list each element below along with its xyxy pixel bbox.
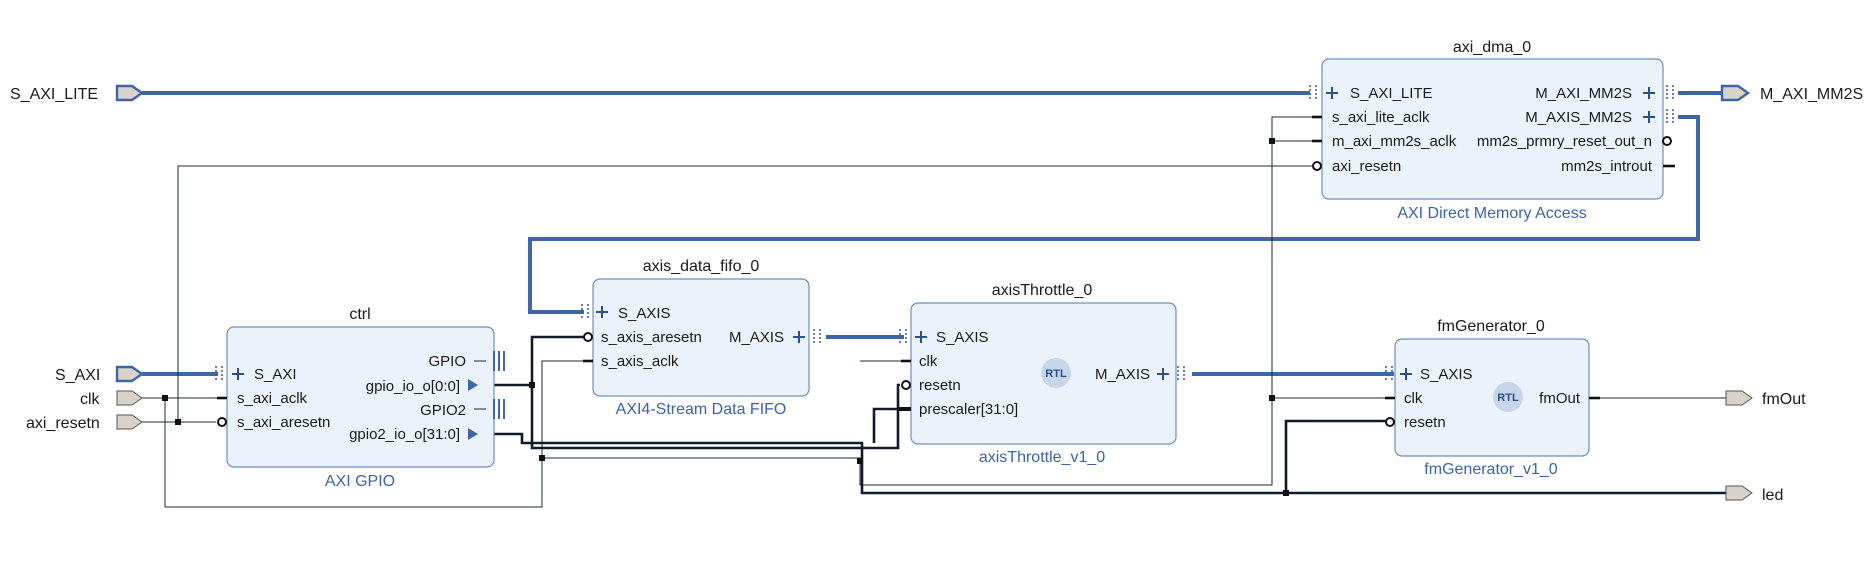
block-instance-name: axis_data_fifo_0: [643, 258, 760, 275]
svg-text:led: led: [1762, 487, 1783, 504]
pin: GPIO: [428, 353, 466, 370]
pin: s_axis_aclk: [601, 353, 679, 370]
block-body: [1321, 58, 1664, 200]
rtl-badge-text: RTL: [1497, 392, 1519, 404]
pin: axi_resetn: [1332, 158, 1401, 175]
pin: resetn: [1404, 414, 1446, 431]
interface-icon: [1666, 109, 1674, 125]
port-led[interactable]: led: [1725, 485, 1783, 504]
pin: s_axi_aresetn: [237, 414, 330, 431]
expand-plus-icon: [915, 331, 927, 343]
net-clk: [142, 116, 1396, 508]
expand-plus-icon: [1157, 368, 1169, 380]
svg-text:fmOut: fmOut: [1762, 391, 1806, 408]
port-fmout[interactable]: fmOut: [1725, 390, 1806, 408]
block-ip-name: fmGenerator_v1_0: [1424, 461, 1558, 478]
pin: mm2s_introut: [1561, 158, 1653, 175]
port-axi-resetn[interactable]: axi_resetn: [26, 414, 143, 432]
pin: S_AXI_LITE: [1350, 85, 1433, 102]
output-arrow-icon: [468, 379, 478, 391]
output-arrow-icon: [468, 428, 478, 440]
block-ctrl[interactable]: ctrl AXI GPIO S_AXI s_axi_aclk s_axi_are…: [215, 306, 505, 490]
pin: resetn: [919, 377, 961, 394]
pin: gpio_io_o[0:0]: [366, 378, 460, 395]
interface-icon: [581, 304, 589, 320]
pin: clk: [1404, 390, 1423, 407]
junction-dots: [162, 138, 1289, 496]
pin: prescaler[31:0]: [919, 401, 1018, 418]
pin: S_AXIS: [1420, 366, 1473, 383]
block-ip-name: AXI4-Stream Data FIFO: [616, 401, 787, 418]
active-low-bubble: [583, 332, 593, 342]
port-s-axi-lite[interactable]: S_AXI_LITE: [10, 84, 145, 103]
pin: S_AXIS: [618, 305, 671, 322]
net-gpio2-io-o: [486, 407, 1726, 495]
rtl-badge-icon: [1493, 382, 1523, 412]
block-ip-name: AXI GPIO: [325, 473, 395, 490]
block-ip-name: AXI Direct Memory Access: [1397, 205, 1586, 222]
svg-text:clk: clk: [80, 391, 101, 408]
expand-plus-icon: [232, 368, 244, 380]
active-low-bubble: [217, 417, 227, 427]
pin: M_AXI_MM2S: [1535, 85, 1632, 102]
interface-icon: [899, 329, 907, 345]
pin: M_AXIS: [1095, 366, 1150, 383]
expand-plus-icon: [1326, 87, 1338, 99]
svg-text:S_AXI: S_AXI: [55, 367, 100, 384]
port-s-axi[interactable]: S_AXI: [55, 365, 145, 384]
interface-icon: [215, 366, 223, 382]
block-instance-name: axi_dma_0: [1453, 39, 1531, 56]
block-fm-generator[interactable]: fmGenerator_0 fmGenerator_v1_0 S_AXIS cl…: [1385, 318, 1600, 478]
pin: M_AXIS: [729, 329, 784, 346]
port-clk[interactable]: clk: [80, 390, 143, 408]
rtl-badge-text: RTL: [1045, 368, 1067, 380]
interface-icon: [1177, 366, 1185, 382]
block-instance-name: fmGenerator_0: [1437, 318, 1545, 335]
svg-text:M_AXI_MM2S: M_AXI_MM2S: [1760, 86, 1863, 103]
active-low-bubble: [1385, 417, 1395, 427]
port-m-axi-mm2s[interactable]: M_AXI_MM2S: [1720, 84, 1863, 103]
expand-plus-icon: [793, 331, 805, 343]
block-axis-data-fifo[interactable]: axis_data_fifo_0 AXI4-Stream Data FIFO S…: [581, 258, 821, 418]
rtl-badge-icon: [1041, 358, 1071, 388]
block-ip-name: axisThrottle_v1_0: [979, 449, 1105, 466]
pin: clk: [919, 353, 938, 370]
pin: s_axis_aresetn: [601, 329, 702, 346]
pin: mm2s_prmry_reset_out_n: [1477, 133, 1652, 150]
active-low-bubble: [901, 380, 911, 390]
bus-m-axis-mm2s-to-fifo: [528, 115, 1700, 314]
net-gpio-io-o: [486, 335, 900, 450]
gpio-bus-icon: [493, 399, 505, 419]
pin: M_AXIS_MM2S: [1525, 109, 1632, 126]
expand-plus-icon: [596, 306, 608, 318]
block-axi-dma[interactable]: axi_dma_0 AXI Direct Memory Access S_AXI…: [1309, 39, 1675, 222]
pin: s_axi_lite_aclk: [1332, 109, 1430, 126]
svg-text:S_AXI_LITE: S_AXI_LITE: [10, 86, 98, 103]
pin: m_axi_mm2s_aclk: [1332, 133, 1457, 150]
block-axis-throttle[interactable]: axisThrottle_0 axisThrottle_v1_0 S_AXIS …: [899, 282, 1185, 466]
interface-icon: [1385, 366, 1393, 382]
interface-icon: [1309, 85, 1317, 101]
gpio-bus-icon: [493, 351, 505, 371]
pin: GPIO2: [420, 402, 466, 419]
expand-plus-icon: [1643, 87, 1655, 99]
pin: s_axi_aclk: [237, 390, 308, 407]
pin: S_AXI: [254, 366, 297, 383]
expand-plus-icon: [1643, 111, 1655, 123]
pin: S_AXIS: [936, 329, 989, 346]
svg-text:axi_resetn: axi_resetn: [26, 415, 100, 432]
interface-icon: [1666, 85, 1674, 101]
pin: fmOut: [1539, 390, 1581, 407]
block-body: [592, 278, 810, 397]
interface-icon: [813, 329, 821, 345]
active-low-bubble: [1662, 136, 1672, 146]
active-low-bubble: [1312, 161, 1322, 171]
block-instance-name: ctrl: [349, 306, 370, 323]
expand-plus-icon: [1400, 368, 1412, 380]
block-instance-name: axisThrottle_0: [992, 282, 1093, 299]
pin: gpio2_io_o[31:0]: [349, 426, 460, 443]
